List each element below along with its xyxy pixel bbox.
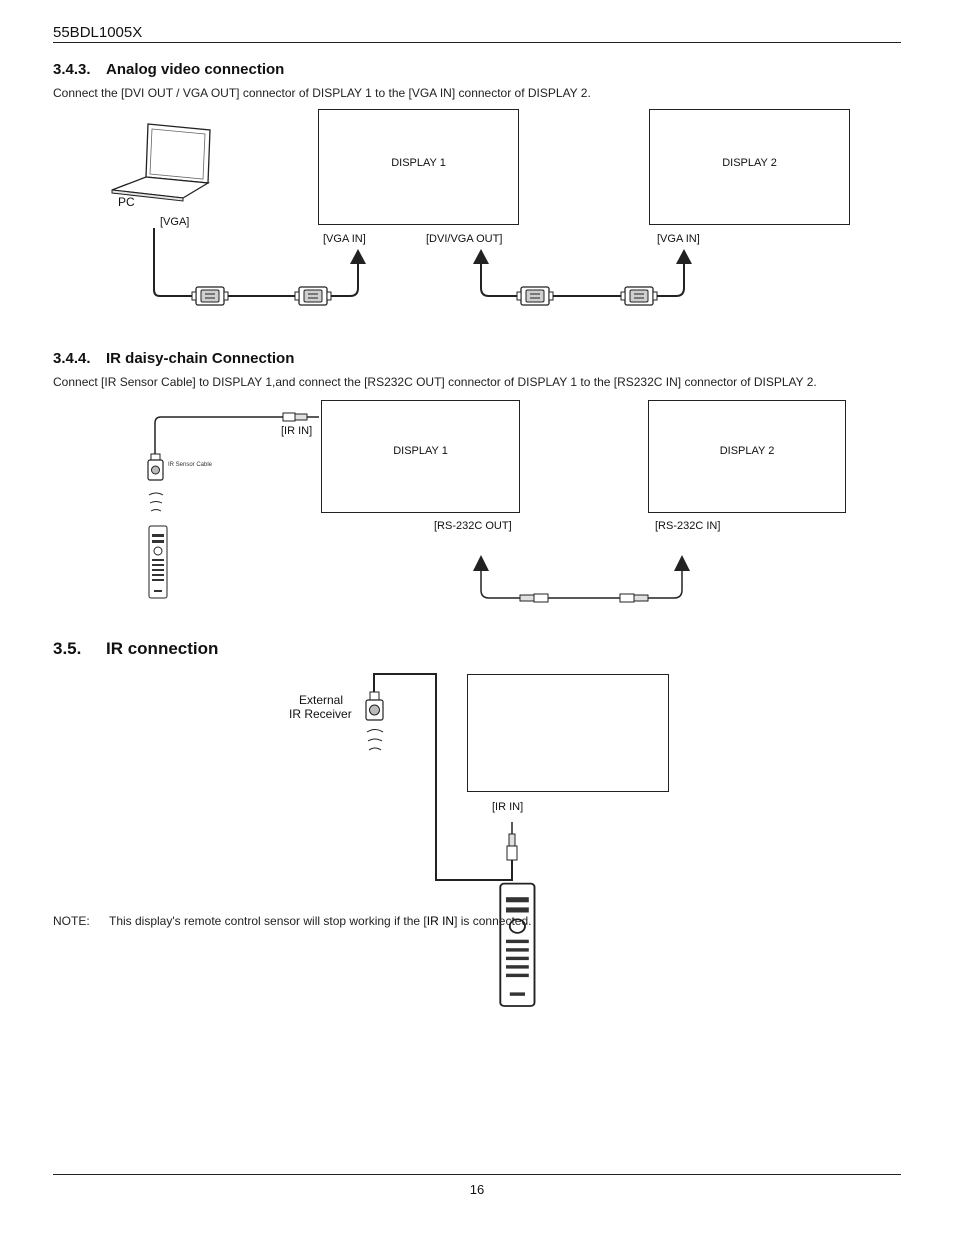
remote-control-icon bbox=[499, 882, 536, 1007]
section-number: 3.4.4. bbox=[53, 350, 91, 367]
ir-signal-waves-icon bbox=[366, 729, 384, 751]
section-description: Connect the [DVI OUT / VGA OUT] connecto… bbox=[53, 86, 591, 100]
header-rule bbox=[53, 42, 901, 43]
vga-connector-icon bbox=[294, 286, 332, 306]
ir-sensor-icon bbox=[147, 453, 164, 481]
vga-connector-icon bbox=[191, 286, 229, 306]
vga-connector-icon bbox=[620, 286, 658, 306]
external-ir-receiver-label-line1: External bbox=[299, 693, 344, 707]
ir-signal-waves-icon bbox=[148, 492, 164, 512]
section-title: IR connection bbox=[106, 639, 219, 658]
note-text-before: This display's remote control sensor wil… bbox=[109, 914, 427, 928]
section-heading-analog-video: 3.4.3. Analog video connection bbox=[53, 61, 284, 78]
display-1-monitor: DISPLAY 1 bbox=[321, 400, 520, 513]
section-description: Connect [IR Sensor Cable] to DISPLAY 1,a… bbox=[53, 375, 817, 389]
rs232-jack-icon bbox=[619, 593, 649, 603]
display-label: DISPLAY 1 bbox=[393, 445, 448, 457]
footer-rule bbox=[53, 1174, 901, 1175]
section-title: Analog video connection bbox=[106, 61, 285, 78]
section-number: 3.5. bbox=[53, 639, 82, 658]
page-number: 16 bbox=[469, 1182, 485, 1197]
section-heading-ir-connection: 3.5. IR connection bbox=[53, 639, 218, 659]
note-label: NOTE: bbox=[53, 914, 90, 928]
display-2-monitor: DISPLAY 2 bbox=[649, 109, 850, 225]
display-1-monitor: DISPLAY 1 bbox=[318, 109, 519, 225]
document-model-header: 55BDL1005X bbox=[53, 24, 143, 41]
ir-sensor-cable-label: IR Sensor Cable bbox=[168, 462, 213, 468]
rs232-jack-icon bbox=[519, 593, 549, 603]
section-number: 3.4.3. bbox=[53, 61, 91, 78]
vga-in-port-label: [VGA IN] bbox=[657, 233, 700, 245]
display-label: DISPLAY 2 bbox=[719, 445, 775, 457]
display-label: DISPLAY 2 bbox=[722, 157, 777, 169]
note: NOTE: This display's remote control senso… bbox=[53, 914, 531, 928]
dvi-connector-icon bbox=[516, 286, 554, 306]
vga-in-port-label: [VGA IN] bbox=[323, 233, 366, 245]
display-2-monitor: DISPLAY 2 bbox=[648, 400, 846, 513]
external-ir-receiver-icon bbox=[365, 691, 384, 721]
laptop-pc-icon bbox=[111, 123, 211, 202]
rs232c-out-port-label: [RS-232C OUT] bbox=[434, 520, 512, 532]
section-title: IR daisy-chain Connection bbox=[106, 350, 295, 367]
pc-label: PC bbox=[118, 195, 135, 209]
rs232c-in-port-label: [RS-232C IN] bbox=[655, 520, 721, 532]
display-monitor bbox=[467, 674, 669, 792]
section-heading-ir-daisy-chain: 3.4.4. IR daisy-chain Connection bbox=[53, 350, 294, 367]
remote-control-icon bbox=[148, 525, 168, 599]
vga-port-label: [VGA] bbox=[160, 216, 190, 228]
ir-in-port-label: [IR IN] bbox=[281, 425, 313, 437]
note-emphasis: IR IN bbox=[426, 914, 455, 928]
display-label: DISPLAY 1 bbox=[391, 157, 446, 169]
dvi-vga-out-port-label: [DVI/VGA OUT] bbox=[426, 233, 503, 245]
ir-in-jack-icon bbox=[506, 822, 518, 861]
ir-in-port-label: [IR IN] bbox=[492, 801, 524, 813]
external-ir-receiver-label-line2: IR Receiver bbox=[289, 707, 352, 721]
note-text-after: ] is connected. bbox=[454, 914, 532, 928]
